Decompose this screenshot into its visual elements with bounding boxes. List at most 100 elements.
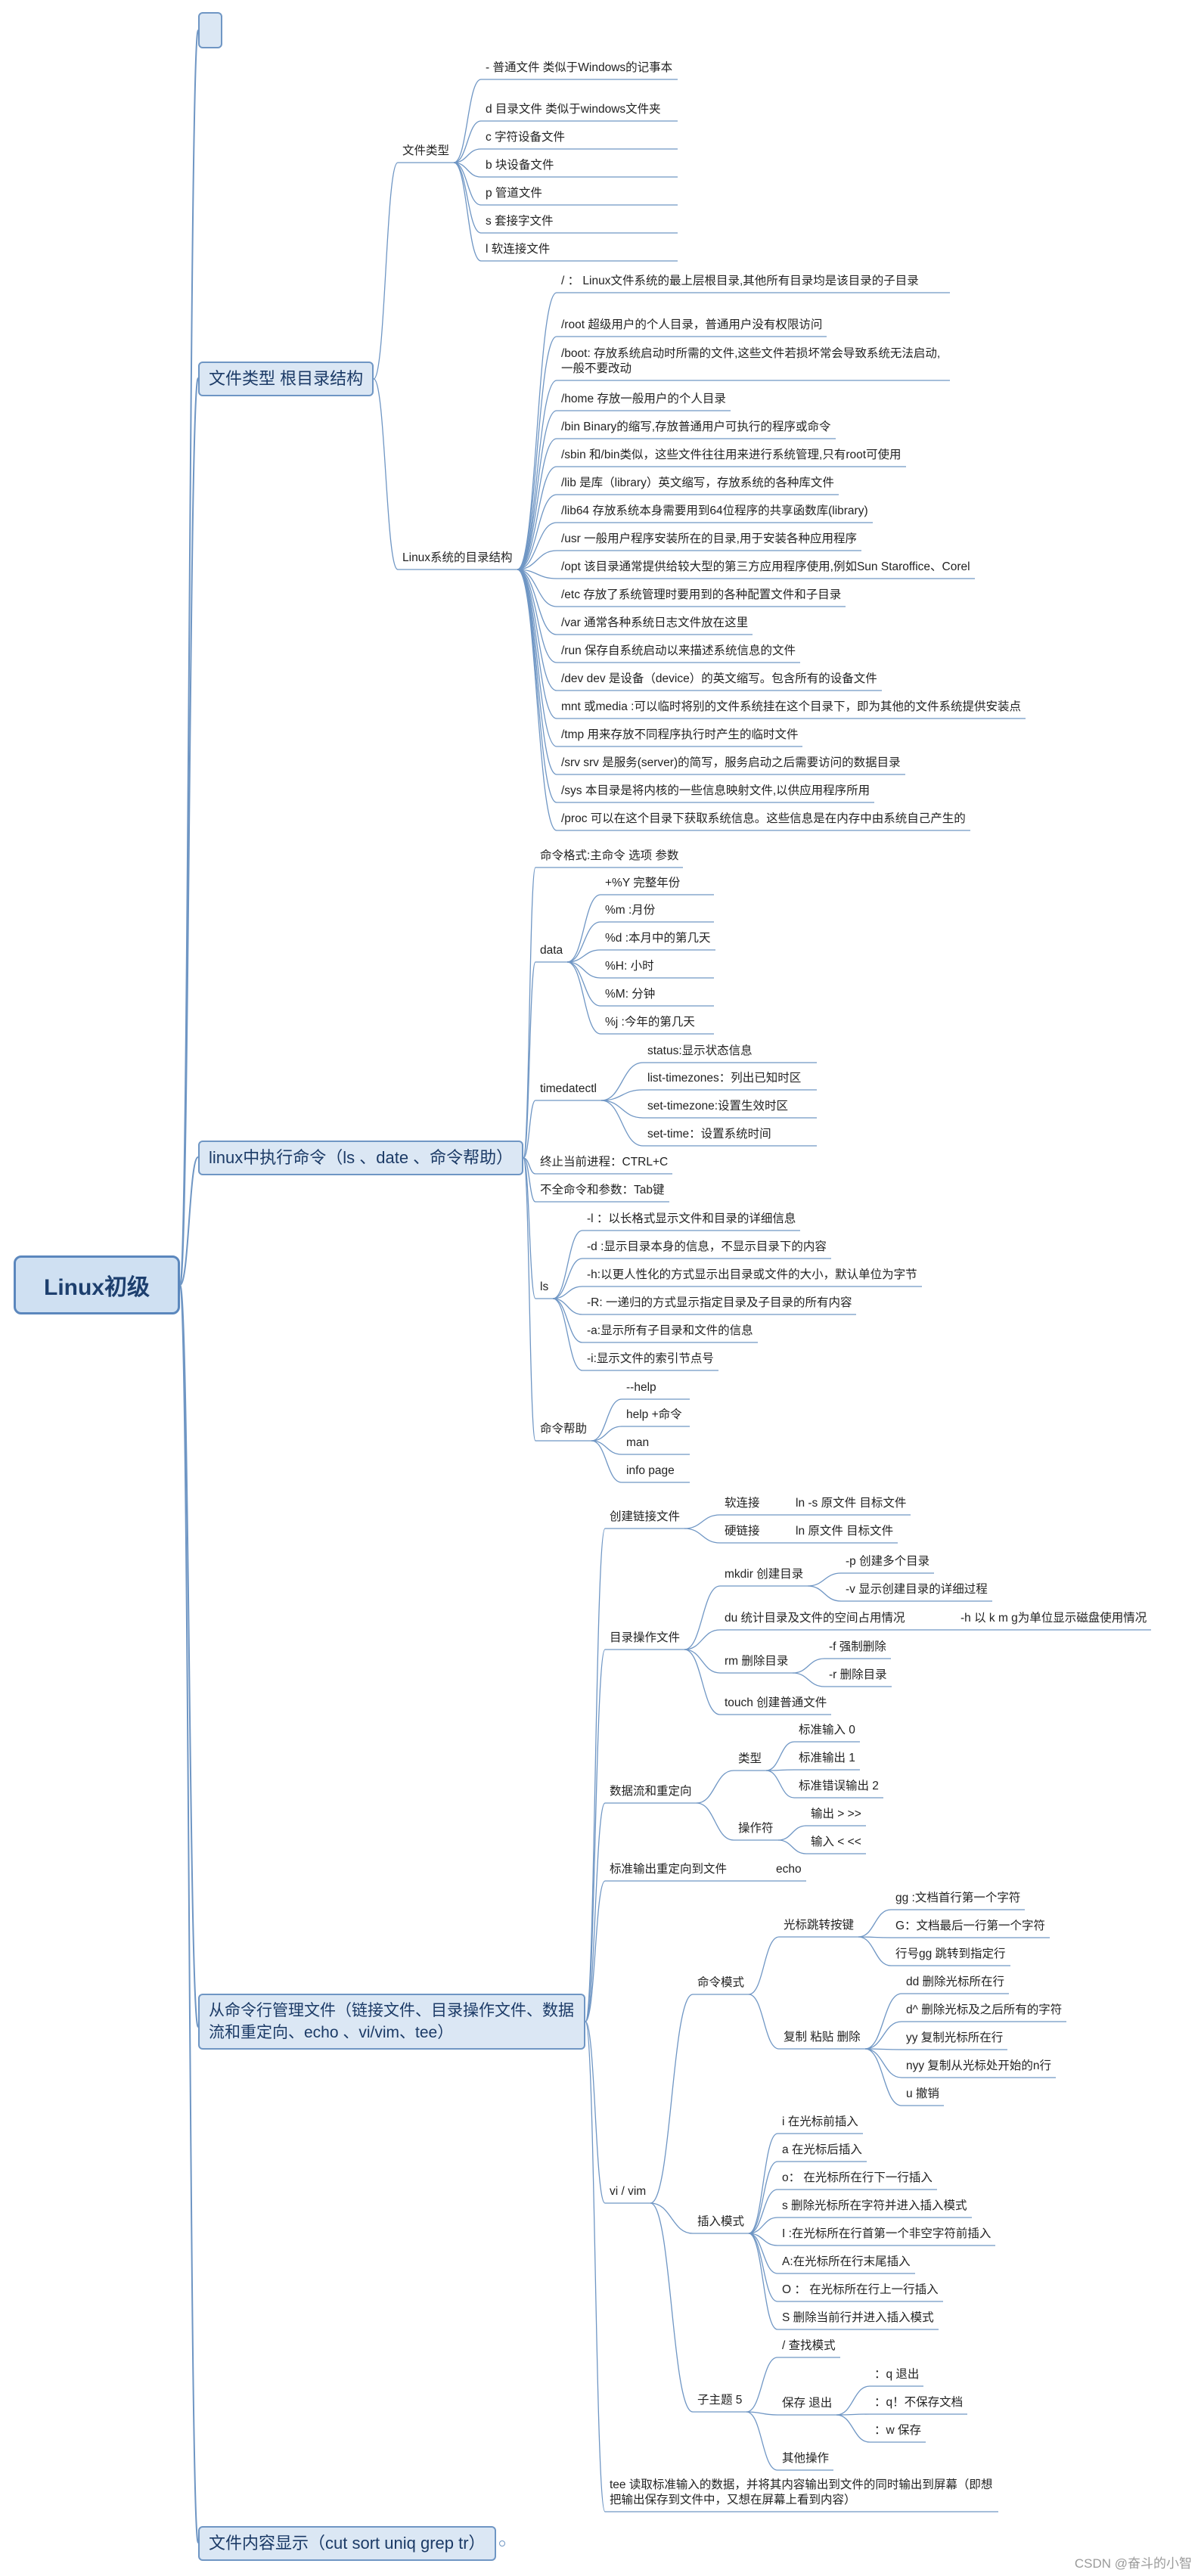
soft-link-label[interactable]: 软连接	[725, 1497, 760, 1510]
rootdir-item[interactable]: /opt 该目录通常提供给较大型的第三方应用程序使用,例如Sun Staroff…	[561, 560, 970, 573]
hard-link-label[interactable]: 硬链接	[725, 1525, 760, 1538]
ls-option-item[interactable]: -d :显示目录本身的信息，不显示目录下的内容	[587, 1240, 827, 1253]
rootdir-item[interactable]: /lib64 存放系统本身需要用到64位程序的共享函数库(library)	[561, 504, 868, 517]
filetype-item[interactable]: p 管道文件	[486, 187, 542, 200]
date-format-item[interactable]: %m :月份	[605, 904, 656, 917]
rootdir-item[interactable]: /tmp 用来存放不同程序执行时产生的临时文件	[561, 728, 799, 741]
stream-type-item[interactable]: 标准输入 0	[799, 1724, 855, 1736]
filetype-item[interactable]: d 目录文件 类似于windows文件夹	[486, 103, 661, 116]
du-label[interactable]: du 统计目录及文件的空间占用情况	[725, 1612, 905, 1625]
collapse-toggle-icon[interactable]	[499, 2540, 505, 2547]
cursor-jump-item[interactable]: 行号gg 跳转到指定行	[895, 1948, 1006, 1960]
date-format-item[interactable]: %H: 小时	[605, 960, 654, 973]
help-item[interactable]: man	[626, 1436, 650, 1449]
copy-paste-item[interactable]: nyy 复制从光标处开始的n行	[906, 2059, 1052, 2072]
rootdir-item[interactable]: /etc 存放了系统管理时要用到的各种配置文件和子目录	[561, 588, 842, 601]
mkdir-label[interactable]: mkdir 创建目录	[725, 1568, 804, 1581]
empty-topic[interactable]	[198, 12, 222, 48]
topic-file-content-display[interactable]: 文件内容显示（cut sort uniq grep tr）	[198, 2526, 496, 2561]
other-ops-label[interactable]: 其他操作	[782, 2452, 830, 2465]
rootdir-item[interactable]: /var 通常各种系统日志文件放在这里	[561, 616, 749, 629]
date-label[interactable]: data	[540, 944, 563, 957]
dir-ops-label[interactable]: 目录操作文件	[610, 1631, 681, 1644]
rm-option[interactable]: -f 强制删除	[829, 1640, 886, 1653]
operator-label[interactable]: 操作符	[738, 1822, 774, 1835]
stream-redirect-label[interactable]: 数据流和重定向	[610, 1785, 692, 1798]
timedatectl-item[interactable]: status:显示状态信息	[647, 1044, 753, 1057]
filetype-item[interactable]: b 块设备文件	[486, 159, 554, 172]
insert-mode-item[interactable]: I :在光标所在行首第一个非空字符前插入	[782, 2227, 992, 2240]
date-format-item[interactable]: %M: 分钟	[605, 988, 656, 1001]
filetype-item[interactable]: c 字符设备文件	[486, 131, 566, 144]
save-exit-label[interactable]: 保存 退出	[782, 2397, 833, 2410]
insert-mode-item[interactable]: i 在光标前插入	[782, 2115, 858, 2128]
topic-file-management[interactable]: 从命令行管理文件（链接文件、目录操作文件、数据流和重定向、echo 、vi/vi…	[198, 1994, 585, 2050]
date-format-item[interactable]: %j :今年的第几天	[605, 1016, 695, 1029]
copy-paste-delete-label[interactable]: 复制 粘贴 删除	[784, 2031, 861, 2044]
command-mode-label[interactable]: 命令模式	[697, 1976, 745, 1989]
hard-link-cmd[interactable]: ln 原文件 目标文件	[796, 1525, 894, 1538]
tee-cmd[interactable]: tee 读取标准输入的数据，并将其内容输出到文件的同时输出到屏幕（即想把输出保存…	[610, 2478, 993, 2506]
echo-cmd[interactable]: echo	[776, 1863, 802, 1876]
rootdir-item[interactable]: mnt 或media :可以临时将别的文件系统挂在这个目录下，即为其他的文件系统…	[561, 700, 1021, 713]
rootdir-item[interactable]: /run 保存自系统启动以来描述系统信息的文件	[561, 644, 796, 657]
rootdir-item[interactable]: /usr 一般用户程序安装所在的目录,用于安装各种应用程序	[561, 532, 857, 545]
subtopic-5-label[interactable]: 子主题 5	[697, 2394, 743, 2407]
insert-mode-item[interactable]: s 删除光标所在字符并进入插入模式	[782, 2199, 967, 2212]
date-format-item[interactable]: +%Y 完整年份	[605, 877, 681, 889]
rootdir-item[interactable]: /srv srv 是服务(server)的简写，服务启动之后需要访问的数据目录	[561, 756, 901, 769]
cursor-jump-item[interactable]: gg :文档首行第一个字符	[895, 1892, 1021, 1904]
save-exit-item[interactable]: ：q 退出	[874, 2368, 920, 2381]
vi-vim-label[interactable]: vi / vim	[610, 2185, 647, 2198]
copy-paste-item[interactable]: dd 删除光标所在行	[906, 1975, 1005, 1988]
rootdir-label[interactable]: Linux系统的目录结构	[402, 551, 513, 564]
filetype-label[interactable]: 文件类型	[402, 144, 450, 157]
rootdir-item[interactable]: /boot: 存放系统启动时所需的文件,这些文件若损坏常会导致系统无法启动,一般…	[561, 347, 941, 375]
find-mode-label[interactable]: / 查找模式	[782, 2339, 836, 2352]
ls-option-item[interactable]: -i:显示文件的索引节点号	[587, 1352, 714, 1365]
redirect-to-file-label[interactable]: 标准输出重定向到文件	[610, 1863, 728, 1876]
mkdir-option[interactable]: -p 创建多个目录	[846, 1555, 930, 1568]
soft-link-cmd[interactable]: ln -s 原文件 目标文件	[796, 1497, 907, 1510]
copy-paste-item[interactable]: d^ 删除光标及之后所有的字符	[906, 2003, 1063, 2016]
cursor-jump-label[interactable]: 光标跳转按键	[784, 1919, 855, 1932]
stream-type-item[interactable]: 标准输出 1	[799, 1752, 855, 1764]
link-file-label[interactable]: 创建链接文件	[610, 1510, 681, 1523]
operator-item[interactable]: 输入 < <<	[811, 1836, 861, 1848]
rootdir-item[interactable]: /dev dev 是设备（device）的英文缩写。包含所有的设备文件	[561, 672, 877, 685]
timedatectl-label[interactable]: timedatectl	[540, 1082, 597, 1095]
operator-item[interactable]: 输出 > >>	[811, 1808, 861, 1820]
filetype-item[interactable]: - 普通文件 类似于Windows的记事本	[486, 61, 673, 74]
help-item[interactable]: info page	[626, 1464, 675, 1477]
rootdir-item[interactable]: /sbin 和/bin类似，这些文件往往用来进行系统管理,只有root可使用	[561, 448, 902, 461]
cursor-jump-item[interactable]: G：文档最后一行第一个字符	[895, 1920, 1046, 1932]
ls-label[interactable]: ls	[540, 1280, 549, 1293]
copy-paste-item[interactable]: u 撤销	[906, 2087, 939, 2100]
ls-option-item[interactable]: -h:以更人性化的方式显示出目录或文件的大小，默认单位为字节	[587, 1268, 917, 1281]
insert-mode-item[interactable]: O ： 在光标所在行上一行插入	[782, 2283, 939, 2296]
rootdir-item[interactable]: /lib 是库（library）英文缩写，存放系统的各种库文件	[561, 476, 834, 489]
help-item[interactable]: --help	[626, 1381, 656, 1394]
terminate-hint[interactable]: 终止当前进程：CTRL+C	[540, 1156, 669, 1169]
topic-filetypes-rootdirs[interactable]: 文件类型 根目录结构	[198, 362, 374, 396]
root-topic[interactable]: Linux初级	[14, 1255, 180, 1314]
topic-linux-commands[interactable]: linux中执行命令（ls 、date 、命令帮助）	[198, 1141, 524, 1175]
date-format-item[interactable]: %d :本月中的第几天	[605, 932, 711, 945]
help-item[interactable]: help +命令	[626, 1408, 682, 1421]
stream-type-item[interactable]: 标准错误输出 2	[799, 1780, 879, 1792]
rootdir-item[interactable]: /bin Binary的缩写,存放普通用户可执行的程序或命令	[561, 421, 831, 433]
timedatectl-item[interactable]: set-timezone:设置生效时区	[647, 1100, 789, 1113]
save-exit-item[interactable]: ：w 保存	[874, 2424, 922, 2437]
rm-label[interactable]: rm 删除目录	[725, 1655, 789, 1668]
touch-cmd[interactable]: touch 创建普通文件	[725, 1696, 827, 1709]
command-help-label[interactable]: 命令帮助	[540, 1423, 588, 1435]
command-format[interactable]: 命令格式:主命令 选项 参数	[540, 849, 679, 862]
rootdir-item[interactable]: /root 超级用户的个人目录，普通用户没有权限访问	[561, 318, 823, 331]
filetype-item[interactable]: l 软连接文件	[486, 243, 551, 256]
rootdir-item[interactable]: /sys 本目录是将内核的一些信息映射文件,以供应用程序所用	[561, 784, 870, 797]
timedatectl-item[interactable]: set-time：设置系统时间	[647, 1128, 771, 1141]
ls-option-item[interactable]: -R: 一递归的方式显示指定目录及子目录的所有内容	[587, 1296, 852, 1309]
insert-mode-item[interactable]: A:在光标所在行末尾插入	[782, 2255, 911, 2268]
rm-option[interactable]: -r 删除目录	[829, 1668, 887, 1681]
insert-mode-label[interactable]: 插入模式	[697, 2215, 745, 2228]
